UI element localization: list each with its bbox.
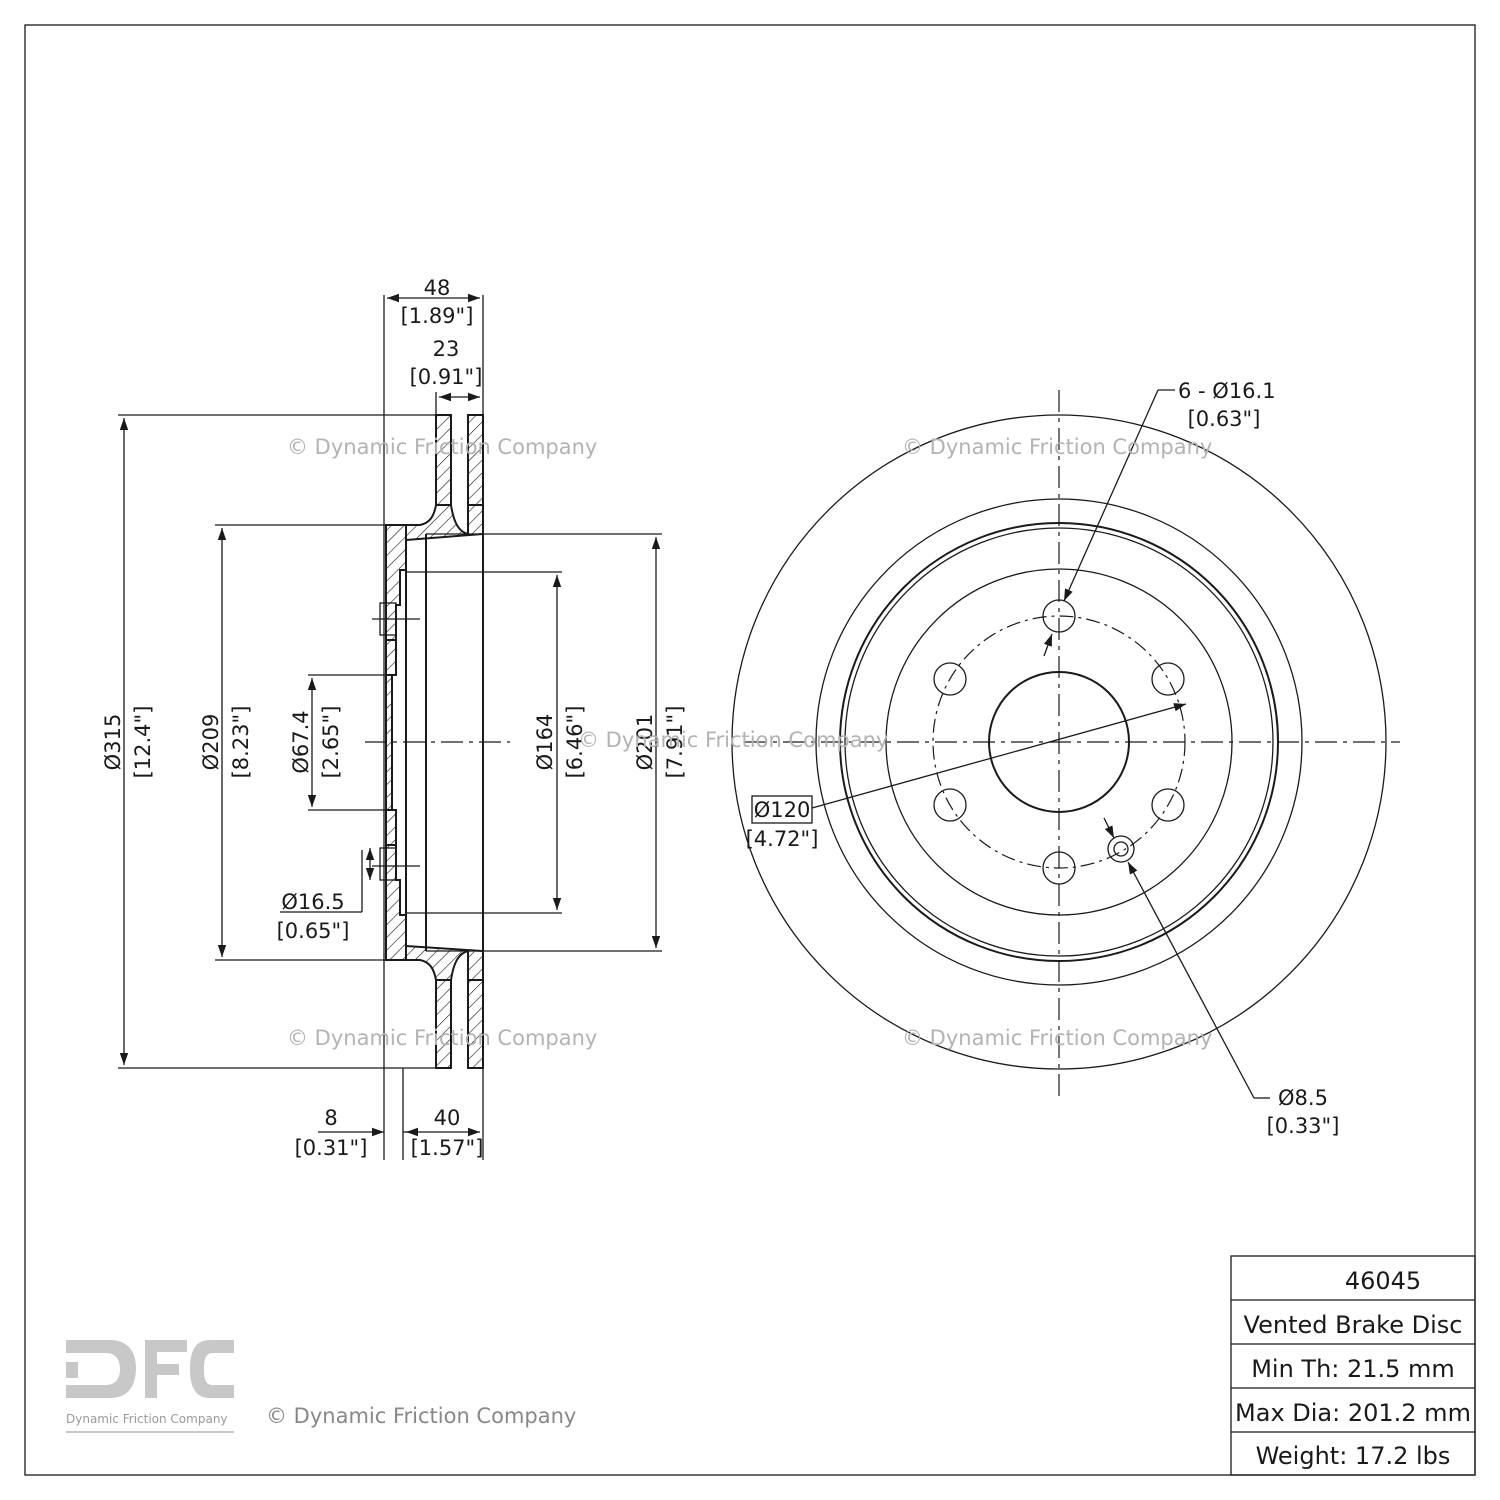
bolt-hole <box>933 788 967 822</box>
dim-hat-offset: 23 <box>433 337 460 361</box>
dim-max-inner-diameter-in: [7.91"] <box>663 706 687 779</box>
dim-outer-diameter: Ø315 <box>101 714 125 771</box>
dim-max-inner-diameter: Ø201 <box>633 714 657 771</box>
bolt-hole <box>1042 851 1076 885</box>
page-frame <box>24 24 1476 1476</box>
max-diameter: Max Dia: 201.2 mm <box>1235 1399 1471 1427</box>
dim-inner-hat-diameter-in: [6.46"] <box>563 706 587 779</box>
bolt-hole <box>1151 662 1185 696</box>
title-block: 46045 Vented Brake Disc Min Th: 21.5 mm … <box>1230 1255 1476 1476</box>
watermark: © Dynamic Friction Company <box>287 435 597 459</box>
dim-hat-diameter-in: [8.23"] <box>229 706 253 779</box>
dim-hat-thickness: 8 <box>324 1106 337 1130</box>
part-description: Vented Brake Disc <box>1244 1311 1463 1339</box>
dim-overall-height-in: [1.89"] <box>401 304 474 328</box>
dim-bolt-holes-in: [0.63"] <box>1188 407 1261 431</box>
dim-hat-depth: 40 <box>434 1106 461 1130</box>
dim-locator-hole: Ø8.5 <box>1278 1086 1328 1110</box>
front-view: 6 - Ø16.1 [0.63"] Ø120 [4.72"] Ø8.5 [0.3… <box>731 379 1400 1138</box>
dim-overall-height: 48 <box>424 276 451 300</box>
dim-outer-diameter-in: [12.4"] <box>131 706 155 779</box>
dim-locator-hole-in: [0.33"] <box>1267 1114 1340 1138</box>
locator-hole <box>1107 835 1135 863</box>
dim-hat-diameter: Ø209 <box>199 714 223 771</box>
dim-center-bore-in: [2.65"] <box>319 706 343 779</box>
dim-inner-hat-diameter: Ø164 <box>533 714 557 771</box>
watermark: © Dynamic Friction Company <box>287 1026 597 1050</box>
min-thickness: Min Th: 21.5 mm <box>1251 1355 1455 1383</box>
dim-center-bore: Ø67.4 <box>289 710 313 773</box>
side-section-view: 48 [1.89"] 23 [0.91"] Ø315 [12.4"] Ø209 … <box>101 276 687 1160</box>
dfc-logo: Dynamic Friction Company <box>66 1340 234 1433</box>
dim-stud-hole-side-in: [0.65"] <box>277 919 350 943</box>
dim-bolt-holes: 6 - Ø16.1 <box>1178 379 1276 403</box>
dim-stud-hole-side: Ø16.5 <box>281 890 344 914</box>
logo-subtitle: Dynamic Friction Company <box>66 1412 228 1426</box>
dim-hat-depth-in: [1.57"] <box>411 1136 484 1160</box>
dim-bolt-circle-in: [4.72"] <box>746 827 819 851</box>
watermark: © Dynamic Friction Company <box>578 728 888 752</box>
watermark: © Dynamic Friction Company <box>902 435 1212 459</box>
weight: Weight: 17.2 lbs <box>1256 1442 1451 1470</box>
footer-copyright: © Dynamic Friction Company <box>266 1404 576 1428</box>
bolt-hole <box>1042 599 1076 633</box>
dim-hat-thickness-in: [0.31"] <box>295 1136 368 1160</box>
dim-bolt-circle: Ø120 <box>754 798 811 822</box>
watermark: © Dynamic Friction Company <box>902 1026 1212 1050</box>
dim-hat-offset-in: [0.91"] <box>410 365 483 389</box>
bolt-hole <box>1151 788 1185 822</box>
part-number: 46045 <box>1345 1267 1421 1295</box>
bolt-hole <box>933 662 967 696</box>
